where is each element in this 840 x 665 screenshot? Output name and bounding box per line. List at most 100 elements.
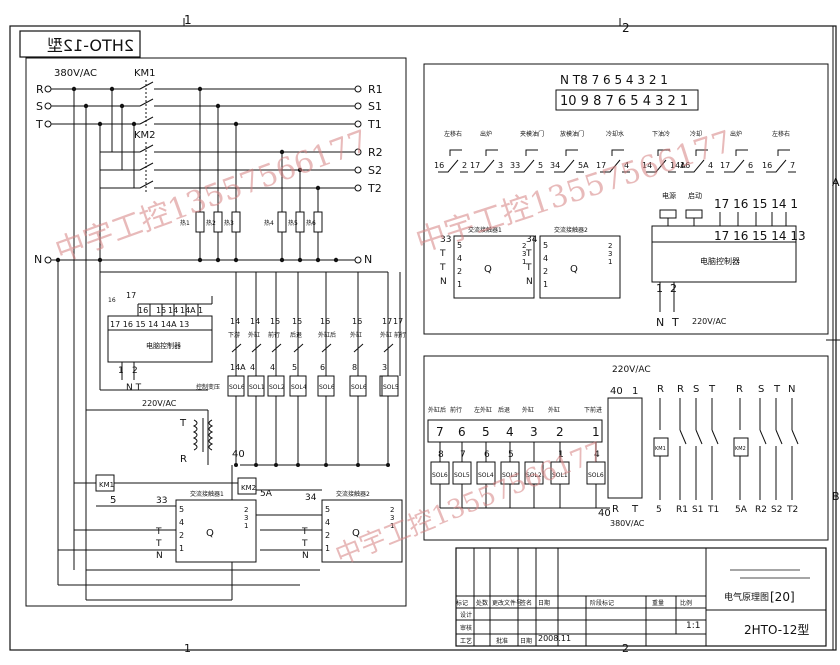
panel-a-switch — [766, 149, 796, 173]
relay-pin-left: 4 — [457, 254, 462, 263]
title-block — [455, 547, 827, 647]
zone-top-2: 2 — [622, 21, 630, 35]
panel-b-coil-label: 下前进 — [584, 406, 602, 414]
title-block-stage: 阶段标记 — [590, 599, 614, 607]
zone-bottom-2: 2 — [622, 642, 629, 655]
coil-column-switch-label: 前行 — [268, 331, 280, 339]
controller-top-pin-14a: 14A — [180, 306, 196, 315]
heater-elements — [195, 211, 323, 233]
wire-5a-label: 5A — [260, 489, 273, 499]
coil-solenoid-label: SOL4 — [291, 384, 307, 391]
title-block-drawing-title: 电气原理图 — [724, 591, 769, 603]
controller-mid-pins: 17 16 15 14 14A 13 — [110, 320, 189, 329]
zone-markers — [183, 18, 840, 341]
panel-b-coil-label-text: SOL1 — [552, 472, 568, 479]
relay-q-label: Q — [352, 528, 360, 539]
relay-box — [321, 499, 403, 563]
panel-a-t: T — [671, 316, 679, 329]
sheet-border — [9, 25, 837, 651]
coil-column-switch-label: 后退 — [290, 331, 302, 339]
panel-b-terminal-num: 3 — [530, 425, 538, 439]
panel-a-switch-label: 冷却水 — [606, 130, 624, 138]
relay-q-label: Q — [484, 264, 492, 275]
panel-a-relay2-n: N — [526, 277, 533, 287]
zone-right-b: B — [832, 490, 840, 503]
panel-b-transformer-pin-1: 1 — [632, 386, 638, 397]
panel-b-coil-label: 前行 — [450, 406, 462, 414]
coil-column-switch-label: 前行 — [394, 331, 406, 339]
main-wire-40: 40 — [232, 449, 245, 460]
coil-column-num: 5 — [292, 363, 297, 372]
controller-pin-2: 2 — [132, 366, 138, 376]
contactor2-bottom-label: 5A — [735, 505, 748, 515]
title-block-row-count: 处数 — [476, 599, 488, 607]
panel-a-switch-pin-right: 14A — [670, 161, 686, 170]
coil-junction — [386, 463, 390, 467]
relay-q-label: Q — [206, 528, 214, 539]
out-t1: T1 — [367, 118, 382, 131]
contactor1-contact — [679, 429, 687, 445]
wire-17-label: 17 — [126, 291, 136, 300]
coil-column-wire-label: 15 — [270, 317, 280, 326]
coil-column-switch-label: 外缸 — [350, 331, 362, 339]
panel-a-switch-pin-left: 16 — [434, 161, 444, 170]
title-block-process: 工艺 — [460, 637, 472, 645]
coil-column-num: 4 — [270, 363, 275, 372]
relay1-input-n: N — [156, 551, 163, 561]
contactor2-top-label: R — [736, 384, 743, 395]
relay-pin-left: 1 — [457, 280, 462, 289]
panel-b-coil-label-text: SOL6 — [588, 472, 604, 479]
relay-pin-right: 2 — [608, 242, 612, 250]
drawing-number-mirrored: 2HTO-12型 — [19, 30, 141, 58]
title-block-drawing-index: [20] — [770, 590, 795, 604]
relay-pin-left: 5 — [457, 241, 462, 250]
panel-a-switch — [474, 149, 504, 173]
coil-junction — [296, 463, 300, 467]
panel-b-transformer-t: T — [631, 504, 639, 515]
junction-dots — [55, 86, 339, 263]
panel-b-coil-label: 后退 — [498, 406, 510, 414]
coil-column-switch-label: 外缸 — [380, 331, 392, 339]
relay-pin-right: 3 — [522, 250, 526, 258]
coil-junction — [254, 463, 258, 467]
panel-b-coil-label-text: SOL3 — [502, 472, 518, 479]
heater-1-label: 热1 — [180, 219, 190, 227]
controller-top-pin-15: 15 — [156, 306, 166, 315]
relay-pin-right: 1 — [244, 522, 248, 530]
relay-pin-left: 2 — [457, 267, 462, 276]
title-block-date-label: 日期 — [520, 637, 532, 645]
coil-solenoid-label: SOL5 — [383, 384, 399, 391]
heater-4-label: 热4 — [264, 219, 274, 227]
km2-contacts — [139, 142, 154, 192]
controller-top-pin-16: 16 — [138, 306, 148, 315]
panel-b-transformer-pin-40: 40 — [610, 386, 623, 397]
panel-b-coil-label: 外缸 — [522, 406, 534, 414]
panel-a-start-label: 启动 — [688, 191, 702, 200]
contactor1-bottom-label: 5 — [656, 505, 662, 515]
relay-pin-right: 1 — [522, 258, 526, 266]
panel-b-coil-label-text: SOL6 — [432, 472, 448, 479]
heater-2-label: 热2 — [206, 219, 216, 227]
relay-pin-right: 2 — [244, 506, 248, 514]
coil-solenoid-label: SOL6 — [229, 384, 245, 391]
panel-b-coil-label-text: SOL4 — [478, 472, 494, 479]
title-block-review: 审核 — [460, 624, 472, 632]
panel-b — [423, 355, 829, 541]
panel-a-switch-pin-right: 7 — [790, 161, 795, 170]
coil-solenoid — [381, 375, 399, 397]
contactor2-coil-label: KM2 — [735, 446, 746, 452]
relay-pin-left: 2 — [179, 531, 184, 540]
relay-pin-left: 5 — [179, 505, 184, 514]
panel-b-coil-num: 7 — [460, 450, 466, 460]
neutral-label: N — [34, 253, 42, 266]
coil-column-switch — [321, 343, 332, 353]
panel-b-terminal-num: 7 — [436, 425, 444, 439]
controller-top-pin-14: 14 — [168, 306, 178, 315]
panel-a-supply: 220V/AC — [692, 317, 727, 326]
panel-b-supply: 220V/AC — [612, 365, 651, 375]
panel-a — [423, 63, 829, 335]
title-block-weight: 重量 — [652, 599, 664, 607]
panel-a-controller-pin-1: 1 — [656, 282, 663, 295]
panel-a-switch-pin-right: 4 — [624, 161, 629, 170]
